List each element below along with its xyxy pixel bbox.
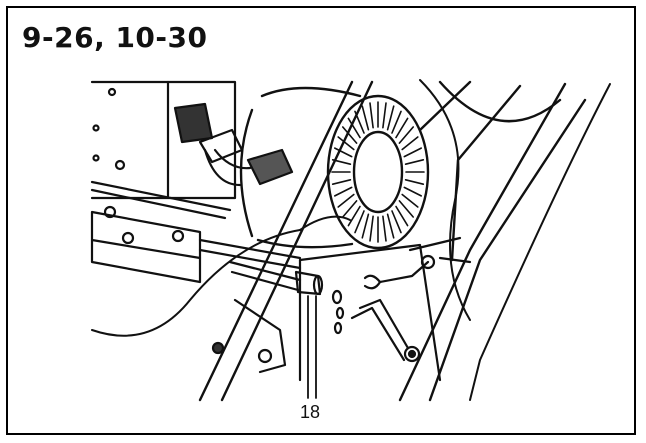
clamp-bracket [90,205,302,284]
linkage-arm [350,236,472,363]
pulley-fin [404,159,425,165]
pulley-fin [401,193,419,208]
connector-plugs [173,102,294,187]
pulley-fin [391,110,402,134]
pulley-fin [347,205,361,227]
callout-label-18: 18 [300,402,321,422]
pulley-fin [331,179,352,185]
pulley-fin [333,147,353,158]
pulley-fin [398,200,415,218]
pulley-fin [391,210,402,234]
pulley-fin [395,117,409,139]
pulley-fin [337,193,355,208]
pulley-fin [386,105,395,131]
pulley-fins [331,101,425,243]
pulley-fin [382,102,387,129]
pulley-fin [395,205,409,227]
pulley-fin [341,126,358,144]
pulley-fin [369,215,374,242]
belt-pulley [239,86,430,250]
leader-line-18 [307,295,317,399]
mounting-plate [211,243,442,382]
pulley-fin [401,136,419,151]
pulley-fin [333,186,353,197]
pulley-fin [403,186,423,197]
engine-housing [90,80,237,220]
pulley-fin [354,210,365,234]
pulley-fin [404,179,425,185]
pulley-fin [361,105,370,131]
bolt-18 [228,260,324,296]
cables [91,79,611,401]
pulley-fin [403,147,423,158]
pulley-fin [369,102,374,129]
pulley-fin [347,117,361,139]
figure-frame [6,6,636,435]
pulley-fin [337,136,355,151]
control-rods [198,80,587,402]
pulley-fin [398,126,415,144]
pulley-fin [361,213,370,239]
pulley-fin [386,213,395,239]
pulley-fin [382,215,387,242]
figure-title: 9-26, 10-30 [22,21,208,54]
pulley-fin [341,200,358,218]
